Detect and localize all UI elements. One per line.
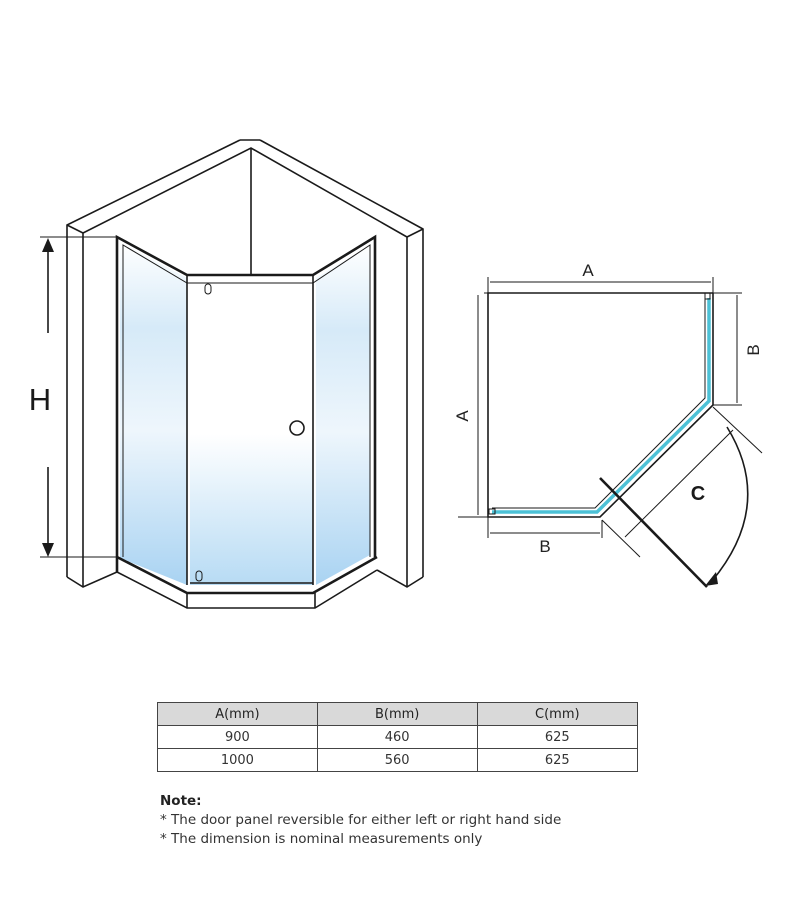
dimension-b-side: B (713, 292, 763, 406)
walls (66, 139, 424, 588)
table-cell: 625 (476, 748, 639, 772)
note-item: * The door panel reversible for either l… (160, 812, 562, 828)
label-b-side: B (744, 344, 763, 355)
label-c: C (691, 483, 705, 505)
plan-glass (492, 298, 711, 514)
notes-section: Note: * The door panel reversible for ei… (160, 792, 561, 849)
dimensions-table: A(mm) B(mm) C(mm) 900 460 625 1000 560 6… (157, 702, 639, 772)
bottom-hinge (195, 570, 203, 582)
dimension-b-bottom: B (487, 517, 603, 556)
column-header: B(mm) (316, 702, 478, 726)
dimension-a-top: A (487, 261, 714, 293)
table-cell: 625 (476, 725, 639, 749)
notes-title: Note: (160, 793, 202, 809)
table-cell: 460 (316, 725, 478, 749)
glass-panels (120, 242, 370, 585)
enclosure-frame (115, 234, 378, 609)
label-a-top: A (582, 261, 594, 280)
top-hinge (204, 283, 212, 295)
table-cell: 560 (316, 748, 478, 772)
table-cell: 900 (157, 725, 318, 749)
table-cell: 1000 (157, 748, 318, 772)
dimension-a-side: A (453, 295, 488, 518)
column-header: A(mm) (157, 702, 318, 726)
dimension-c: C (599, 406, 763, 588)
table-header-row: A(mm) B(mm) C(mm) (157, 702, 639, 726)
label-a-side: A (453, 410, 472, 422)
table-row: 1000 560 625 (157, 748, 639, 772)
label-b-bottom: B (539, 537, 550, 556)
note-item: * The dimension is nominal measurements … (160, 831, 483, 847)
height-dimension: H (29, 236, 117, 558)
perspective-view: H (29, 139, 424, 609)
plan-view: A A B B C (453, 261, 763, 588)
door-handle (289, 420, 305, 436)
height-label: H (29, 382, 51, 417)
column-header: C(mm) (476, 702, 639, 726)
table-row: 900 460 625 (157, 725, 639, 749)
